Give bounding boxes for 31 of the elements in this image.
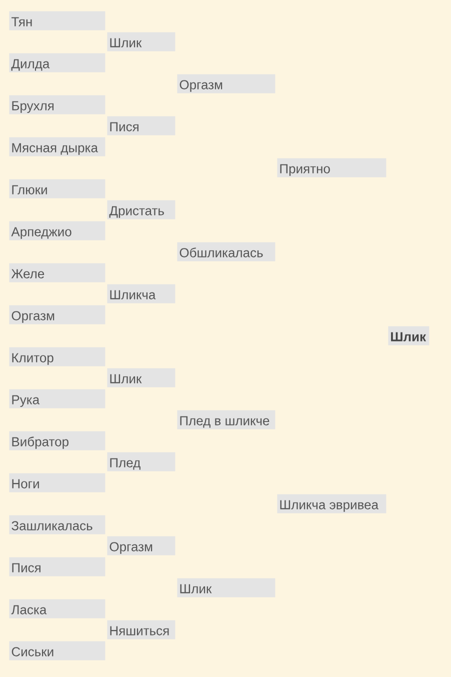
bracket-slot: Ласка: [9, 599, 106, 618]
bracket-slot: Зашликалась: [9, 515, 106, 534]
bracket-slot: Обшликалась: [177, 242, 276, 262]
bracket-slot: Мясная дырка: [9, 137, 106, 156]
bracket-slot: Тян: [9, 11, 106, 30]
bracket-slot: Пися: [107, 116, 176, 136]
bracket-slot: Пися: [9, 557, 106, 576]
bracket-slot: Оргазм: [177, 74, 276, 94]
bracket-slot: Шликча эвривеа: [277, 494, 386, 514]
bracket-slot: Шлик: [107, 368, 176, 388]
bracket-slot: Оргазм: [107, 536, 176, 556]
bracket-slot: Плед: [107, 452, 176, 472]
bracket-slot: Клитор: [9, 347, 106, 366]
bracket-slot: Вибратор: [9, 431, 106, 450]
bracket-slot: Сиськи: [9, 641, 106, 660]
bracket-slot: Глюки: [9, 179, 106, 198]
bracket-slot: Шлик: [107, 32, 176, 52]
bracket-slot: Рука: [9, 389, 106, 408]
bracket-slot: Дилда: [9, 53, 106, 72]
bracket-slot: Желе: [9, 263, 106, 282]
bracket-slot: Шлик: [177, 578, 276, 598]
bracket-slot: Ноги: [9, 473, 106, 492]
winner-slot: Шлик: [388, 326, 430, 346]
bracket-slot: Плед в шликче: [177, 410, 276, 430]
bracket-slot: Дристать: [107, 200, 176, 220]
bracket-slot: Няшиться: [107, 620, 176, 640]
bracket-slot: Оргазм: [9, 305, 106, 324]
bracket-slot: Приятно: [277, 158, 386, 178]
bracket-slot: Брухля: [9, 95, 106, 114]
bracket-slot: Шликча: [107, 284, 176, 304]
bracket-slot: Арпеджио: [9, 221, 106, 240]
